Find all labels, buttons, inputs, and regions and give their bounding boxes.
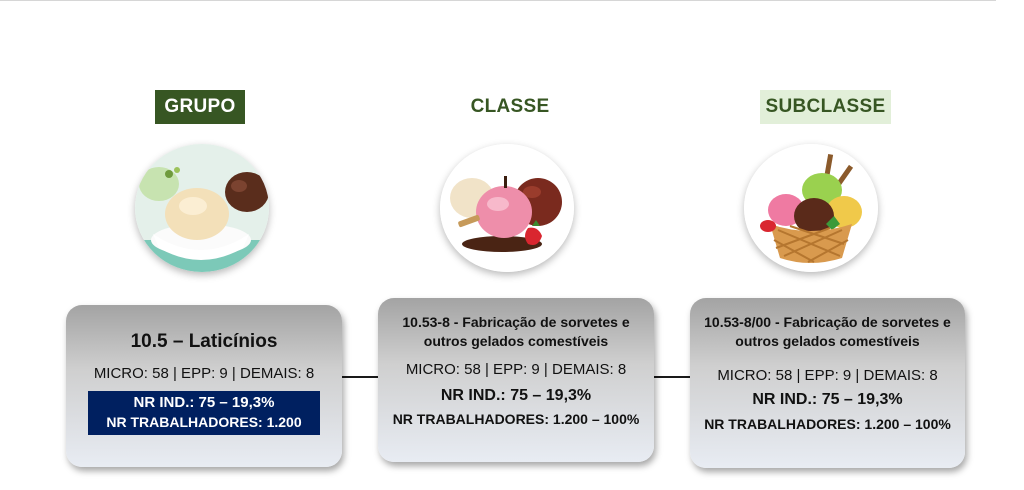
- connector-line-2: [654, 376, 690, 378]
- highlight-box: NR IND.: 75 – 19,3% NR TRABALHADORES: 1.…: [88, 391, 320, 435]
- classe-card: 10.53-8 - Fabricação de sorvetes e outro…: [378, 298, 654, 462]
- company-counts: MICRO: 58 | EPP: 9 | DEMAIS: 8: [93, 365, 315, 382]
- nr-trabalhadores: NR TRABALHADORES: 1.200 – 100%: [704, 416, 951, 432]
- nr-industrias: NR IND.: 75 – 19,3%: [133, 394, 275, 411]
- top-divider: [0, 0, 996, 1]
- ice-cream-waffle-cup-icon: [744, 144, 878, 272]
- nr-trabalhadores: NR TRABALHADORES: 1.200: [106, 414, 302, 430]
- connector-line-1: [342, 376, 380, 378]
- ice-cream-bowl-icon: [135, 144, 269, 272]
- card-title: 10.5 – Laticínios: [130, 331, 278, 352]
- company-counts: MICRO: 58 | EPP: 9 | DEMAIS: 8: [405, 361, 627, 378]
- company-counts: MICRO: 58 | EPP: 9 | DEMAIS: 8: [717, 367, 938, 384]
- heading-classe: CLASSE: [470, 96, 550, 117]
- card-title: 10.53-8/00 - Fabricação de sorvetes e ou…: [704, 314, 951, 349]
- nr-industrias: NR IND.: 75 – 19,3%: [440, 387, 592, 404]
- heading-grupo: GRUPO: [155, 90, 245, 124]
- ice-cream-scoops-icon: [440, 144, 574, 272]
- nr-industrias: NR IND.: 75 – 19,3%: [752, 391, 903, 408]
- nr-trabalhadores: NR TRABALHADORES: 1.200 – 100%: [392, 411, 640, 427]
- subclasse-card: 10.53-8/00 - Fabricação de sorvetes e ou…: [690, 298, 965, 468]
- heading-subclasse: SUBCLASSE: [760, 90, 891, 124]
- grupo-card: 10.5 – Laticínios MICRO: 58 | EPP: 9 | D…: [66, 305, 342, 467]
- card-title: 10.53-8 - Fabricação de sorvetes e outro…: [402, 314, 630, 349]
